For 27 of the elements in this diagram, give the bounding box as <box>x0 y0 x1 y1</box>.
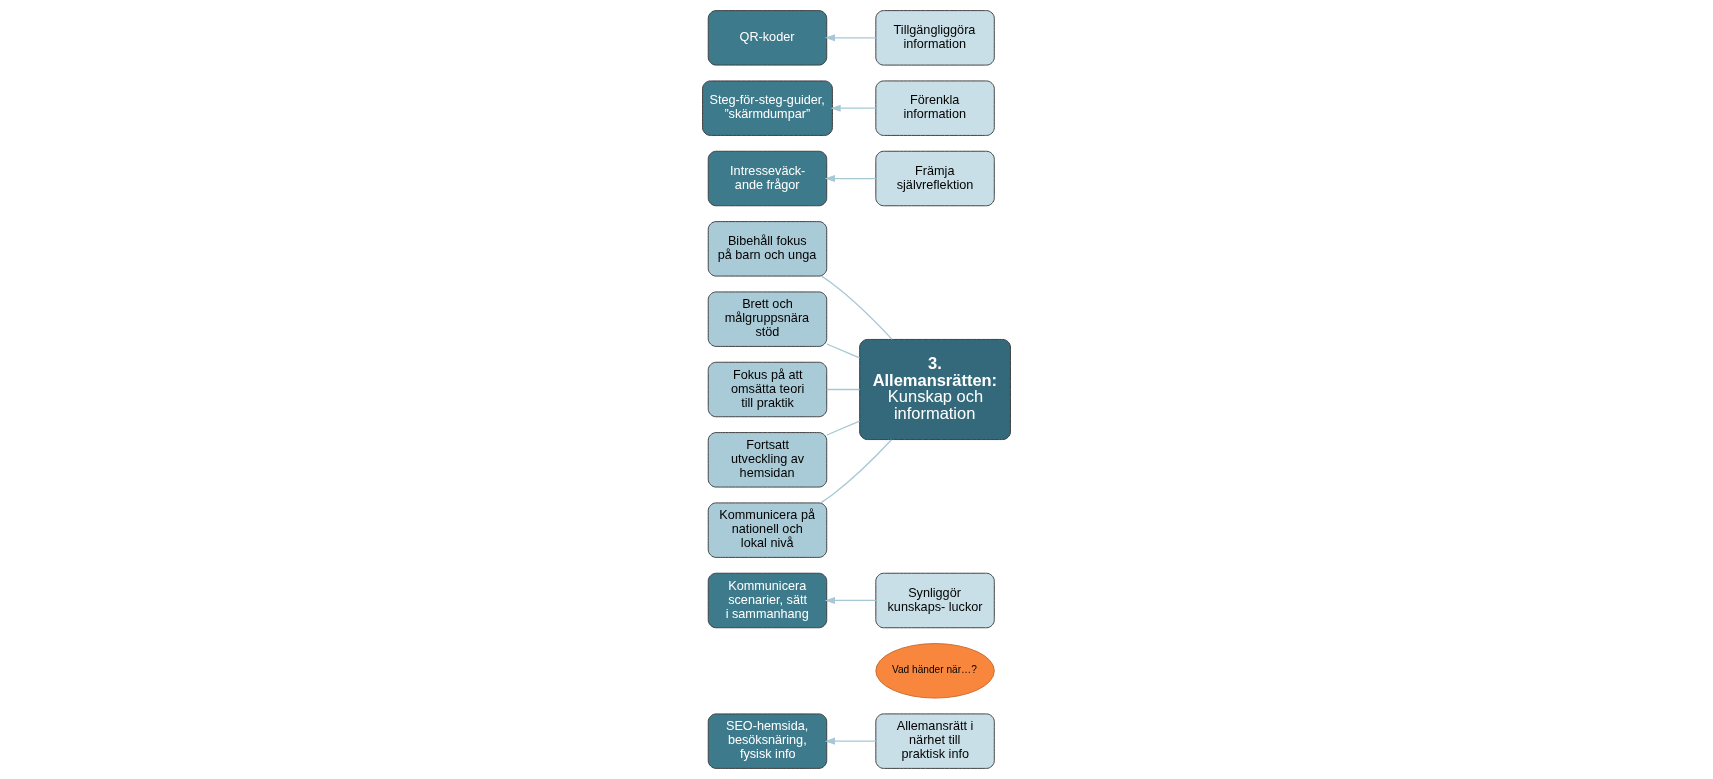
connector <box>826 420 861 436</box>
node-ellipse: Vad händer när…? <box>875 643 995 699</box>
node-box: Fokus på att omsätta teori till praktik <box>707 361 828 418</box>
node-box: SEO-hemsida, besöksnäring, fysisk info <box>707 713 828 769</box>
node-box: Tillgängliggöra information <box>875 10 995 66</box>
node-box: Kommunicera på nationell och lokal nivå <box>707 502 828 558</box>
arrow <box>830 104 877 112</box>
node-box: Främja självreflektion <box>875 150 995 207</box>
node-box: Förenkla information <box>875 80 995 136</box>
node-box: Steg-för-steg-guider, ”skärmdumpar” <box>702 80 833 136</box>
node-box: Kommunicera scenarier, sätt i sammanhang <box>707 572 828 629</box>
node-box: QR-koder <box>707 10 828 66</box>
arrow <box>824 596 877 605</box>
connector <box>820 275 893 341</box>
node-box: Intresseväck- ande frågor <box>707 150 828 207</box>
node-box: Fortsatt utveckling av hemsidan <box>707 432 828 488</box>
node-box: Allemansrätt i närhet till praktisk info <box>875 713 995 769</box>
arrow <box>824 737 877 745</box>
connector <box>826 343 861 359</box>
connector <box>820 439 893 504</box>
node-box: Bibehåll fokus på barn och unga <box>707 221 828 277</box>
arrow <box>824 174 877 183</box>
node-box: Brett och målgruppsnära stöd <box>707 291 828 347</box>
arrow <box>824 34 877 42</box>
node-box: Synliggör kunskaps- luckor <box>875 572 995 629</box>
connector <box>826 388 861 391</box>
node-box: 3. Allemansrätten: Kunskap och information <box>859 338 1011 441</box>
